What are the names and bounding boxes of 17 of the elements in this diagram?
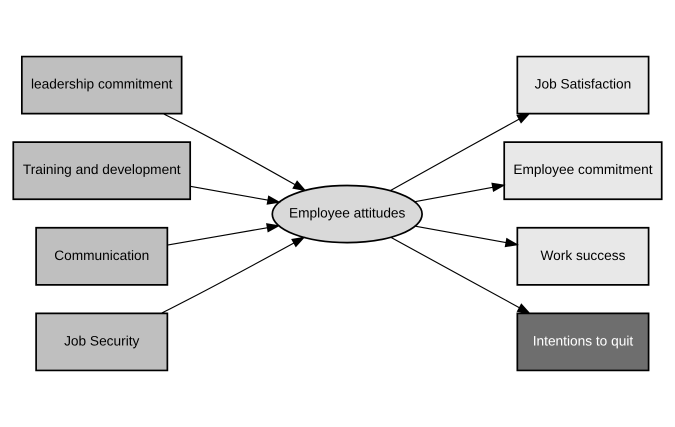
arrow xyxy=(162,113,307,192)
node-box: Job Security xyxy=(35,312,168,372)
arrow xyxy=(161,236,306,314)
node-box: Intentions to quit xyxy=(516,312,650,372)
arrow xyxy=(415,226,520,248)
arrow xyxy=(414,182,506,202)
arrow xyxy=(190,186,281,205)
node-box: Job Satisfaction xyxy=(516,56,650,114)
arrow xyxy=(390,112,531,192)
node-ellipse: Employee attitudes xyxy=(271,184,423,244)
arrow xyxy=(167,223,280,246)
arrow xyxy=(390,237,531,314)
node-box: Work success xyxy=(516,226,650,286)
node-box: Training and development xyxy=(12,141,192,200)
node-box: Communication xyxy=(35,226,168,286)
node-box: leadership commitment xyxy=(21,56,182,114)
node-box: Employee commitment xyxy=(503,141,663,200)
